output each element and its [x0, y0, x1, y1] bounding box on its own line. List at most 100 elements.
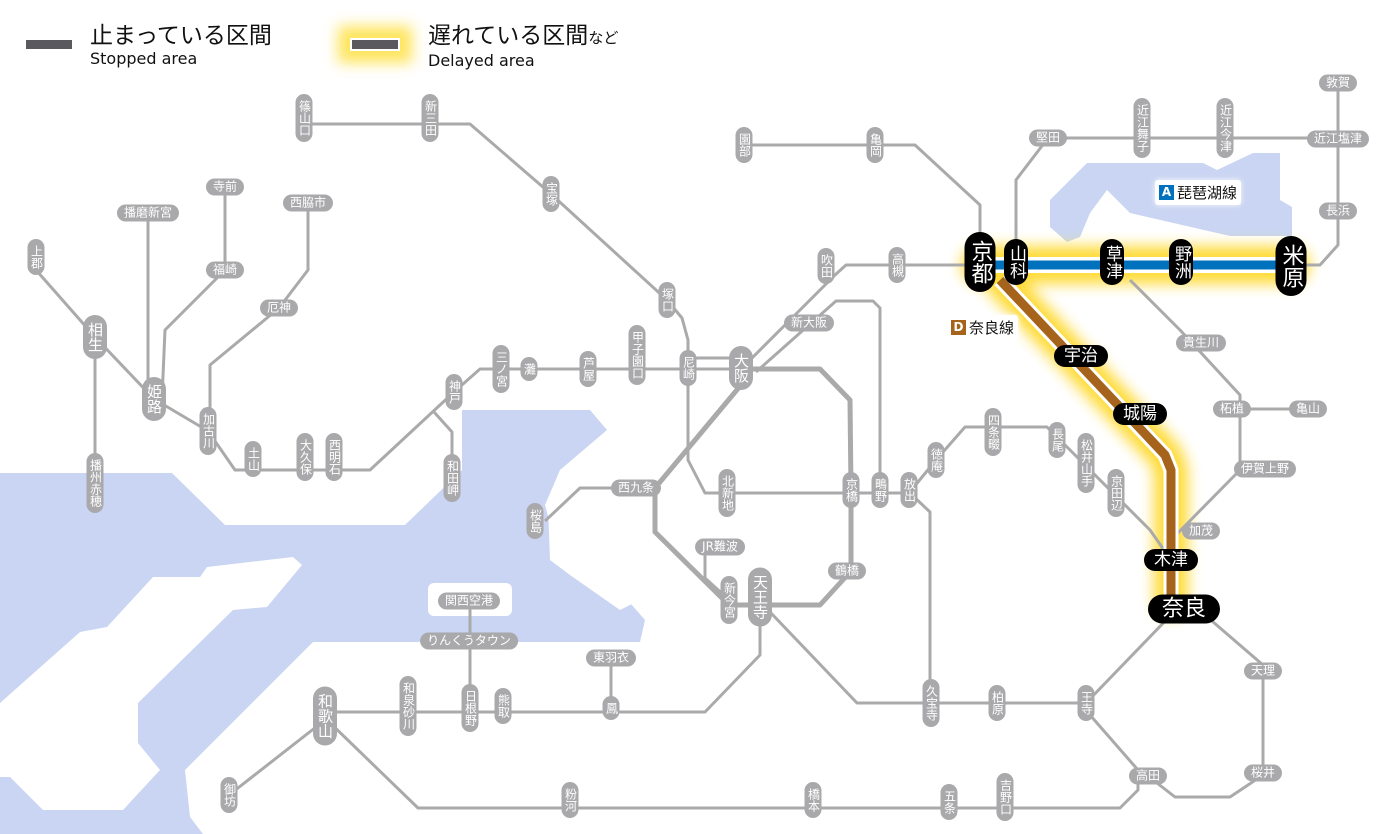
station-normal[interactable]: 亀岡 [866, 127, 884, 163]
station-delayed[interactable]: 宇治 [1054, 345, 1108, 367]
station-delayed[interactable]: 草津 [1100, 239, 1124, 285]
station-normal[interactable]: 桜島 [526, 503, 544, 539]
station-normal[interactable]: 相生 [83, 315, 107, 359]
station-normal[interactable]: 京田辺 [1107, 469, 1125, 517]
station-normal[interactable]: 播磨新宮 [116, 204, 180, 222]
kusatsu-line [1128, 278, 1242, 542]
station-normal[interactable]: 鶴橋 [827, 562, 867, 580]
station-normal[interactable]: 上郡 [27, 239, 45, 275]
line-name-nara: 奈良線 [969, 319, 1015, 337]
station-normal[interactable]: 甲子園口 [628, 325, 646, 385]
station-normal[interactable]: 近江今津 [1216, 98, 1234, 158]
station-normal[interactable]: 西九条 [610, 479, 662, 497]
station-normal[interactable]: 日根野 [461, 684, 479, 732]
station-normal[interactable]: 三ノ宮 [492, 345, 510, 393]
station-normal[interactable]: 寺前 [205, 178, 245, 196]
station-normal[interactable]: 吉野口 [996, 773, 1014, 821]
station-normal[interactable]: 東羽衣 [585, 649, 637, 667]
station-normal[interactable]: 高田 [1128, 767, 1168, 785]
station-delayed[interactable]: 城陽 [1113, 403, 1167, 425]
station-normal[interactable]: 大阪 [729, 346, 753, 390]
station-delayed[interactable]: 山科 [1004, 239, 1028, 285]
hokuriku-line [1300, 83, 1340, 267]
station-normal[interactable]: 宝塚 [542, 176, 560, 212]
station-normal[interactable]: 土山 [244, 441, 262, 477]
station-normal[interactable]: 貴生川 [1175, 334, 1227, 352]
fukuchiyama-line [304, 122, 909, 495]
station-normal[interactable]: 鴫野 [871, 472, 889, 508]
station-normal[interactable]: 堅田 [1028, 129, 1068, 147]
station-normal[interactable]: 灘 [520, 357, 538, 381]
station-normal[interactable]: 姫路 [142, 377, 166, 421]
station-normal[interactable]: 橋本 [804, 782, 822, 818]
station-normal[interactable]: 鳳 [602, 696, 620, 720]
station-normal[interactable]: 長尾 [1048, 422, 1066, 458]
legend-delayed: 遅れている区間など Delayed area [352, 22, 618, 70]
station-normal[interactable]: りんくうタウン [420, 632, 518, 650]
station-normal[interactable]: 高槻 [888, 247, 906, 283]
station-delayed[interactable]: 奈良 [1147, 594, 1221, 624]
station-normal[interactable]: 新今宮 [720, 576, 738, 624]
station-normal[interactable]: 西明石 [325, 433, 343, 481]
station-normal[interactable]: 篠山口 [295, 94, 313, 142]
legend-delayed-suffix: など [588, 29, 619, 47]
station-normal[interactable]: 粉河 [561, 782, 579, 818]
awaji-island [0, 557, 302, 810]
station-normal[interactable]: 桜井 [1243, 764, 1283, 782]
station-normal[interactable]: 新大阪 [783, 314, 835, 332]
station-normal[interactable]: 久宝寺 [922, 679, 940, 727]
station-normal[interactable]: 近江塩津 [1306, 130, 1370, 148]
station-normal[interactable]: 五条 [940, 784, 958, 820]
station-normal[interactable]: 和田岬 [443, 454, 461, 502]
station-normal[interactable]: 播州赤穂 [86, 453, 104, 513]
station-normal[interactable]: 天王寺 [748, 567, 772, 627]
station-normal[interactable]: 関西空港 [437, 592, 501, 610]
station-normal[interactable]: 伊賀上野 [1233, 460, 1297, 478]
station-normal[interactable]: 園部 [735, 127, 753, 163]
station-delayed[interactable]: 野洲 [1169, 239, 1193, 285]
station-normal[interactable]: 加茂 [1181, 522, 1221, 540]
station-normal[interactable]: 和泉砂川 [399, 676, 417, 736]
station-normal[interactable]: 塚口 [658, 282, 676, 318]
station-normal[interactable]: 放出 [900, 472, 918, 508]
legend-delayed-en: Delayed area [428, 51, 535, 70]
station-normal[interactable]: 柏原 [988, 685, 1006, 721]
station-normal[interactable]: 熊取 [494, 688, 512, 724]
line-label-biwako[interactable]: A 琵琶湖線 [1155, 180, 1242, 205]
station-delayed[interactable]: 木津 [1144, 549, 1198, 571]
station-normal[interactable]: 柘植 [1212, 400, 1252, 418]
sakurai-line [1147, 613, 1265, 799]
station-normal[interactable]: 御坊 [220, 777, 238, 813]
station-normal[interactable]: 尼崎 [679, 350, 697, 386]
station-normal[interactable]: 長浜 [1318, 202, 1358, 220]
station-normal[interactable]: 新三田 [421, 94, 439, 142]
station-normal[interactable]: 徳庵 [927, 442, 945, 478]
wakayama-line [323, 714, 1140, 810]
station-delayed[interactable]: 米原 [1275, 236, 1307, 296]
station-normal[interactable]: 福崎 [205, 261, 245, 279]
station-normal[interactable]: 吹田 [817, 248, 835, 284]
station-normal[interactable]: 四条畷 [984, 408, 1002, 456]
station-normal[interactable]: 敦賀 [1318, 74, 1358, 92]
station-normal[interactable]: 神戸 [445, 374, 463, 410]
station-normal[interactable]: 松井山手 [1077, 433, 1095, 493]
station-normal[interactable]: 亀山 [1288, 400, 1328, 418]
station-normal[interactable]: 大久保 [296, 433, 314, 481]
station-normal[interactable]: 西脇市 [282, 194, 334, 212]
gakkentoshi-line [907, 425, 1173, 561]
station-delayed[interactable]: 京都 [964, 232, 996, 292]
line-badge-d: D [951, 320, 966, 335]
station-normal[interactable]: 天理 [1243, 662, 1283, 680]
station-normal[interactable]: 王寺 [1077, 685, 1095, 721]
station-normal[interactable]: 芦屋 [579, 351, 597, 387]
delayed-swatch [352, 40, 398, 49]
station-normal[interactable]: 京橋 [842, 472, 860, 508]
station-normal[interactable]: JR難波 [695, 538, 745, 556]
station-normal[interactable]: 加古川 [199, 407, 217, 455]
station-normal[interactable]: 和歌山 [313, 686, 337, 746]
line-label-nara[interactable]: D 奈良線 [947, 315, 1019, 340]
station-normal[interactable]: 近江舞子 [1133, 98, 1151, 158]
station-normal[interactable]: 厄神 [259, 299, 299, 317]
station-normal[interactable]: 北新地 [718, 469, 736, 517]
yumesaki-line [543, 486, 620, 523]
